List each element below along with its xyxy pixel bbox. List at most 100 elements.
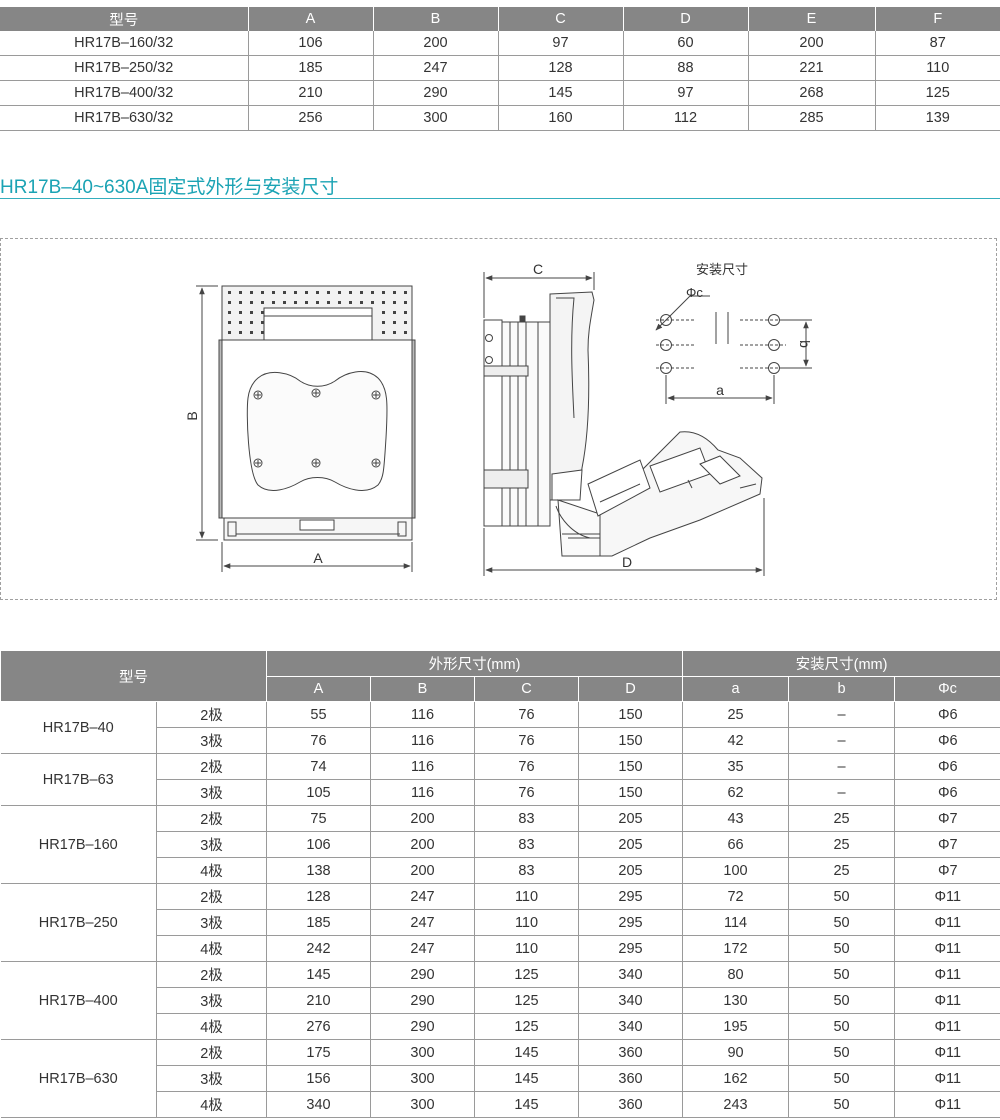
value-cell: 340 [577, 961, 684, 988]
value-cell: 300 [372, 105, 498, 131]
value-cell: Φ11 [894, 1065, 1000, 1092]
value-cell: 205 [577, 857, 684, 884]
value-cell: 172 [682, 935, 790, 962]
dimension-drawing: B A C D 安装尺寸 Φc a b [184, 261, 813, 576]
value-cell: 150 [577, 701, 684, 728]
top-header-cell: B [372, 7, 498, 31]
value-cell: 50 [788, 1039, 896, 1066]
dimension-table: 型号 外形尺寸(mm) 安装尺寸(mm) A B C D a b Φc HR17… [0, 650, 1000, 1118]
value-cell: 139 [874, 105, 1000, 131]
screw-icons [253, 388, 381, 468]
value-cell: 114 [682, 909, 790, 936]
value-cell: 50 [788, 935, 896, 962]
hole-spacing-a-label: a [716, 382, 724, 398]
value-cell: 125 [474, 1013, 579, 1040]
value-cell: 256 [247, 105, 373, 131]
value-cell: Φ11 [894, 909, 1000, 936]
value-cell: Φ11 [894, 1013, 1000, 1040]
value-cell: 145 [266, 961, 371, 988]
pole-cell: 3极 [156, 1065, 267, 1092]
sub-header-cell: b [788, 676, 896, 702]
hole-spacing-b-label: b [797, 340, 813, 348]
value-cell: Φ11 [894, 883, 1000, 910]
value-cell: 247 [370, 883, 475, 910]
value-cell: 83 [474, 831, 579, 858]
pole-cell: 4极 [156, 935, 267, 962]
pole-cell: 2极 [156, 753, 267, 780]
value-cell: 116 [370, 727, 475, 754]
value-cell: 88 [622, 55, 748, 81]
value-cell: 145 [474, 1039, 579, 1066]
value-cell: 106 [266, 831, 371, 858]
value-cell: 200 [370, 805, 475, 832]
value-cell: 76 [474, 753, 579, 780]
value-cell: 156 [266, 1065, 371, 1092]
value-cell: 360 [577, 1039, 684, 1066]
model-cell: HR17B–250/32 [0, 55, 248, 81]
pole-cell: 4极 [156, 857, 267, 884]
value-cell: 276 [266, 1013, 371, 1040]
side-depth-top-label: C [533, 261, 543, 277]
value-cell: 76 [474, 701, 579, 728]
value-cell: 221 [747, 55, 875, 81]
model-cell: HR17B–160/32 [0, 31, 248, 56]
hole-diameter-label: Φc [686, 285, 703, 300]
top-header-cell: D [622, 7, 748, 31]
value-cell: 43 [682, 805, 790, 832]
value-cell: 66 [682, 831, 790, 858]
value-cell: 25 [788, 831, 896, 858]
value-cell: 210 [266, 987, 371, 1014]
value-cell: 72 [682, 883, 790, 910]
sub-header-cell: D [577, 676, 684, 702]
pole-cell: 4极 [156, 1013, 267, 1040]
value-cell: 340 [577, 1013, 684, 1040]
value-cell: – [788, 701, 896, 728]
value-cell: 128 [266, 883, 371, 910]
value-cell: 110 [474, 935, 579, 962]
value-cell: 175 [266, 1039, 371, 1066]
value-cell: 290 [370, 987, 475, 1014]
value-cell: 160 [497, 105, 623, 131]
value-cell: 295 [577, 883, 684, 910]
model-cell: HR17B–400/32 [0, 80, 248, 106]
side-view [483, 272, 765, 576]
value-cell: Φ11 [894, 1091, 1000, 1118]
value-cell: 97 [622, 80, 748, 106]
pole-cell: 3极 [156, 909, 267, 936]
model-cell: HR17B–400 [0, 961, 157, 1040]
value-cell: Φ6 [894, 779, 1000, 806]
value-cell: 150 [577, 779, 684, 806]
value-cell: 125 [474, 987, 579, 1014]
value-cell: 112 [622, 105, 748, 131]
value-cell: 110 [474, 883, 579, 910]
sub-header-cell: A [266, 676, 371, 702]
value-cell: 55 [266, 701, 371, 728]
pole-cell: 2极 [156, 1039, 267, 1066]
value-cell: 25 [788, 857, 896, 884]
value-cell: 105 [266, 779, 371, 806]
value-cell: 87 [874, 31, 1000, 56]
value-cell: 150 [577, 753, 684, 780]
value-cell: 130 [682, 987, 790, 1014]
value-cell: 50 [788, 961, 896, 988]
value-cell: – [788, 753, 896, 780]
value-cell: 60 [622, 31, 748, 56]
value-cell: 76 [474, 727, 579, 754]
value-cell: Φ7 [894, 831, 1000, 858]
value-cell: 242 [266, 935, 371, 962]
value-cell: 138 [266, 857, 371, 884]
sub-header-cell: C [474, 676, 579, 702]
value-cell: 200 [370, 831, 475, 858]
pole-cell: 3极 [156, 831, 267, 858]
value-cell: 145 [474, 1065, 579, 1092]
top-header-cell: 型号 [0, 7, 248, 31]
